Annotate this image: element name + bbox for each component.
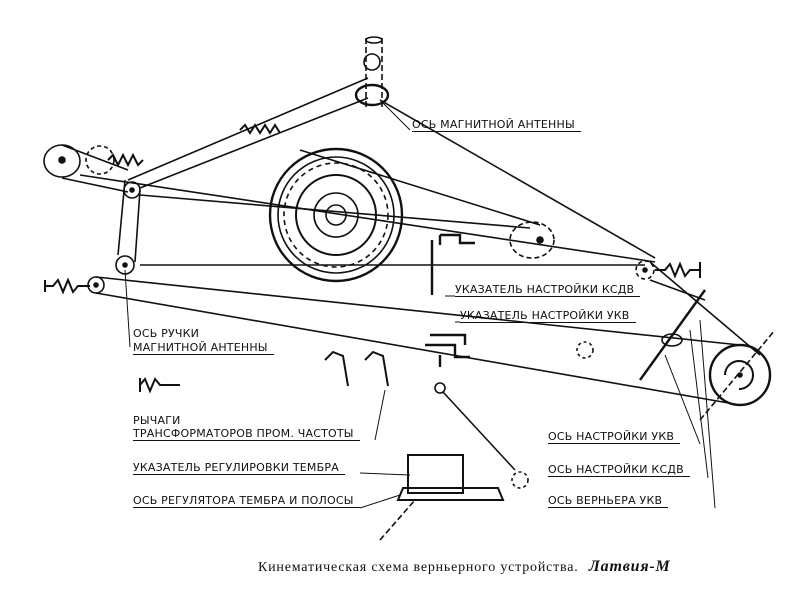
label-magnetic-antenna-axis: ОСЬ МАГНИТНОЙ АНТЕННЫ [412, 118, 581, 132]
label-ukv-tuning-pointer: УКАЗАТЕЛЬ НАСТРОЙКИ УКВ [460, 309, 636, 323]
caption-model: Латвия-М [588, 558, 671, 575]
label-tone-pointer: УКАЗАТЕЛЬ РЕГУЛИРОВКИ ТЕМБРА [133, 461, 345, 475]
label-tone-band-axis: ОСЬ РЕГУЛЯТОРА ТЕМБРА И ПОЛОСЫ [133, 494, 360, 508]
label-if-levers-1: РЫЧАГИ [133, 414, 181, 427]
main-dial-drum [268, 147, 404, 283]
label-antenna-knob-axis-2: МАГНИТНОЙ АНТЕННЫ [133, 341, 274, 355]
label-if-levers-2: ТРАНСФОРМАТОРОВ ПРОМ. ЧАСТОТЫ [133, 427, 360, 441]
figure-caption: Кинематическая схема верньерного устройс… [258, 558, 671, 576]
caption-text: Кинематическая схема верньерного устройс… [258, 560, 579, 575]
label-ksdv-tuning-pointer: УКАЗАТЕЛЬ НАСТРОЙКИ КСДВ [455, 283, 641, 297]
magnetic-antenna-axis-drawing [354, 36, 390, 110]
label-ukv-tuning-axis: ОСЬ НАСТРОЙКИ УКВ [548, 430, 681, 444]
label-ukv-vernier-axis: ОСЬ ВЕРНЬЕРА УКВ [548, 494, 669, 508]
label-ksdv-tuning-axis: ОСЬ НАСТРОЙКИ КСДВ [548, 463, 690, 477]
label-antenna-knob-axis-1: ОСЬ РУЧКИ [133, 327, 200, 340]
